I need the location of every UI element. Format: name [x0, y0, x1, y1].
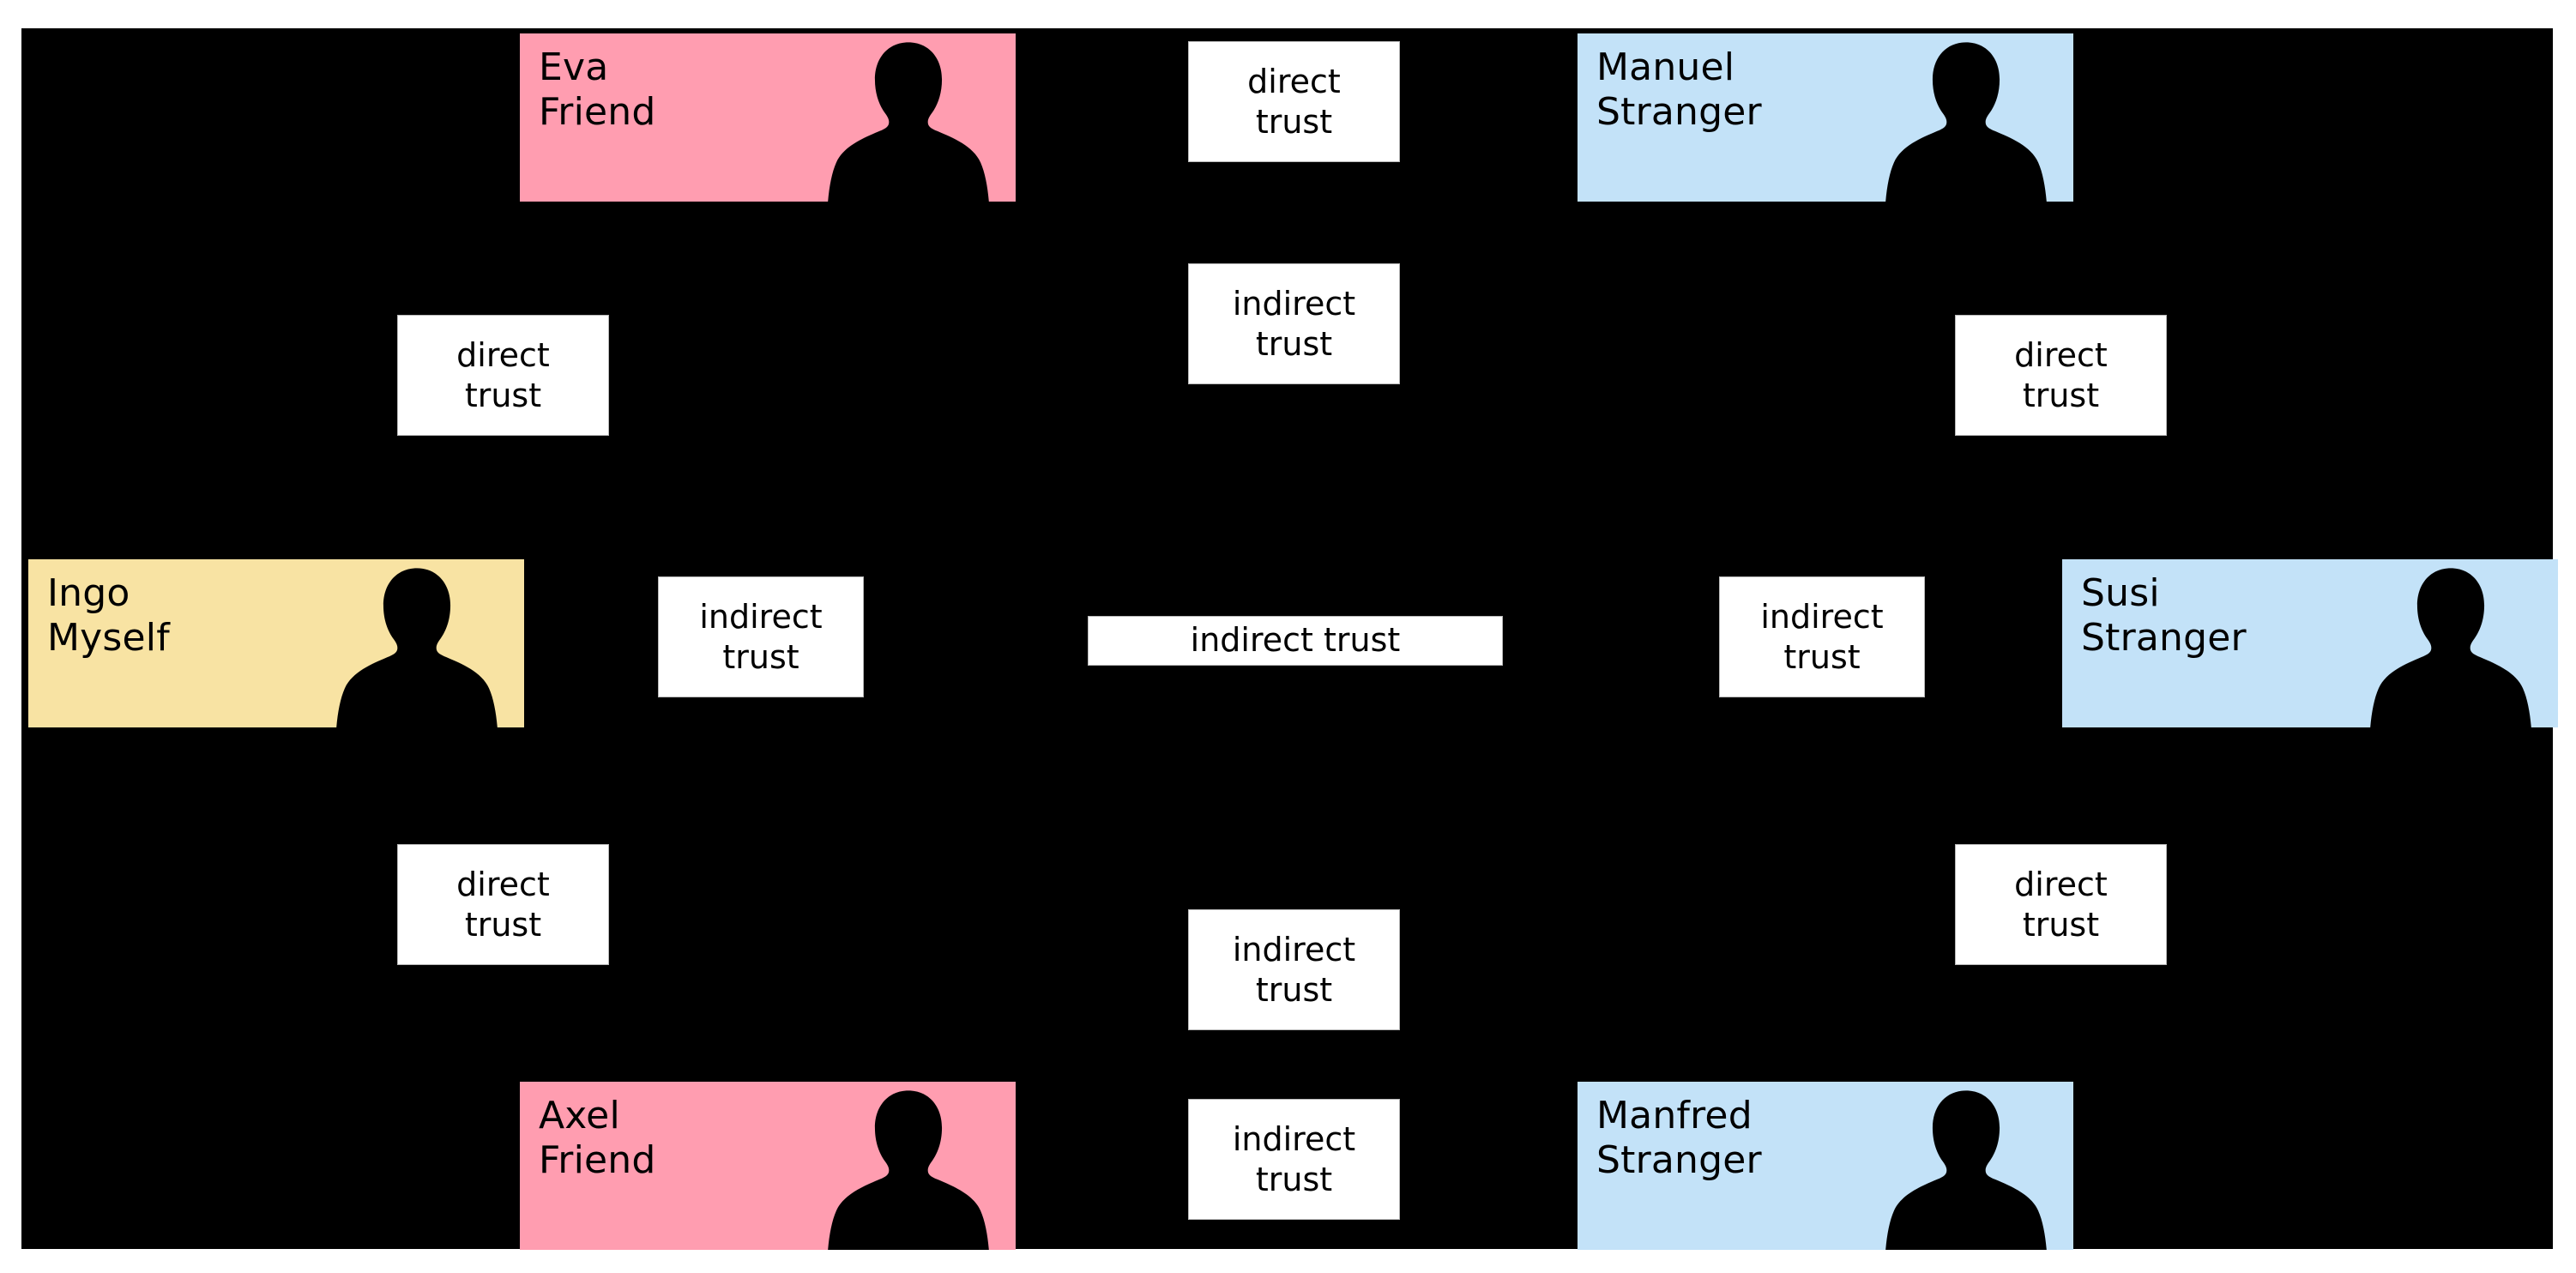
person-name-ingo: Ingo Myself	[47, 571, 170, 660]
trust-label-axel-manfred-upper[interactable]: indirect trust	[1188, 909, 1400, 1030]
trust-label-eva-manuel[interactable]: direct trust	[1188, 41, 1400, 162]
trust-label-text: direct trust	[1247, 63, 1341, 141]
trust-label-eva-susi[interactable]: indirect trust	[1188, 263, 1400, 384]
trust-label-text: indirect trust	[1760, 598, 1884, 676]
person-name-manfred: Manfred Stranger	[1596, 1094, 1762, 1182]
person-name-eva: Eva Friend	[539, 45, 656, 134]
person-name-susi: Susi Stranger	[2081, 571, 2247, 660]
person-card-susi[interactable]: Susi Stranger	[2062, 559, 2558, 727]
trust-label-text: indirect trust	[1232, 1120, 1356, 1198]
trust-label-manfred-susi[interactable]: direct trust	[1955, 844, 2167, 965]
trust-label-text: direct trust	[2014, 866, 2108, 944]
trust-label-manuel-susi[interactable]: direct trust	[1955, 315, 2167, 436]
person-name-axel: Axel Friend	[539, 1094, 656, 1182]
person-card-eva[interactable]: Eva Friend	[520, 33, 1016, 202]
trust-label-ingo-susi[interactable]: indirect trust	[1088, 616, 1503, 666]
trust-label-susi-ingo-indirect[interactable]: indirect trust	[1719, 576, 1925, 697]
trust-label-text: indirect trust	[699, 598, 823, 676]
trust-label-text: indirect trust	[1232, 285, 1356, 363]
trust-label-text: direct trust	[456, 866, 550, 944]
trust-label-ingo-axel[interactable]: direct trust	[397, 844, 609, 965]
trust-label-ingo-eva-indirect[interactable]: indirect trust	[658, 576, 864, 697]
person-name-manuel: Manuel Stranger	[1596, 45, 1762, 134]
trust-label-eva-ingo[interactable]: direct trust	[397, 315, 609, 436]
person-card-ingo[interactable]: Ingo Myself	[28, 559, 524, 727]
person-card-manfred[interactable]: Manfred Stranger	[1578, 1082, 2073, 1250]
person-card-manuel[interactable]: Manuel Stranger	[1578, 33, 2073, 202]
trust-label-text: indirect trust	[1190, 621, 1401, 660]
person-card-axel[interactable]: Axel Friend	[520, 1082, 1016, 1250]
trust-label-axel-manfred[interactable]: indirect trust	[1188, 1099, 1400, 1220]
trust-label-text: direct trust	[456, 336, 550, 414]
trust-label-text: indirect trust	[1232, 931, 1356, 1009]
trust-label-text: direct trust	[2014, 336, 2108, 414]
